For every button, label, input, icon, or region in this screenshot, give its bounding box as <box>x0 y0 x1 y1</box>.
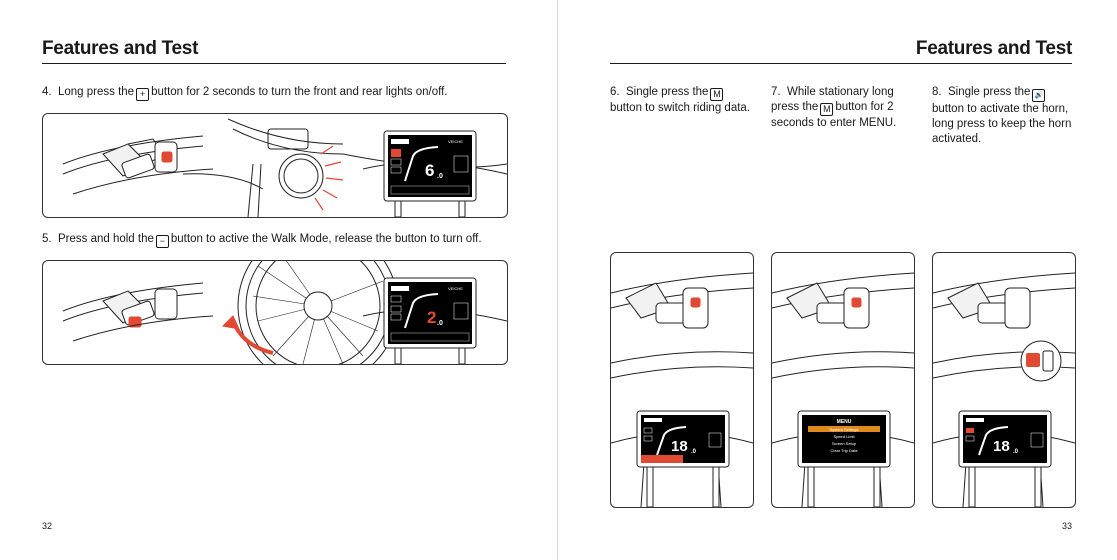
page-title-right: Features and Test <box>915 38 1072 59</box>
mode-button-icon: M <box>820 103 834 116</box>
step-5: 5. Press and hold the−button to active t… <box>42 232 522 248</box>
display-illustration: 18 .0 <box>611 410 753 507</box>
wheel-illustration <box>221 261 399 364</box>
step-text: button to active the Walk Mode, release … <box>170 233 482 245</box>
step-text: button to activate the horn, long press … <box>932 103 1072 145</box>
horn-button-zoom <box>1020 340 1062 382</box>
controller-illustration <box>62 135 264 195</box>
menu-item: Speed Limit <box>833 434 855 439</box>
step-text: Single press the <box>947 86 1031 98</box>
display-brand: VEICHE <box>448 286 463 291</box>
display-illustration: 6 .0 VEICHE <box>362 130 507 217</box>
title-rule-right <box>610 63 1072 64</box>
menu-title: MENU <box>837 419 852 425</box>
menu-display-illustration: MENU System Settings Speed Limit Screen … <box>772 410 914 507</box>
title-rule-left <box>42 63 506 64</box>
display-speed-decimal: .0 <box>691 449 697 455</box>
illustration-panel-lights: 6 .0 VEICHE <box>42 113 508 218</box>
step-number: 4. <box>42 86 52 98</box>
illustration-panel-menu: MENU System Settings Speed Limit Screen … <box>771 252 915 508</box>
minus-button-icon: − <box>155 235 169 248</box>
step-text: While stationary long press the <box>771 86 894 113</box>
step-number: 5. <box>42 233 52 245</box>
step-number: 7. <box>771 86 781 98</box>
display-speed-decimal: .0 <box>1013 449 1019 455</box>
display-speed: 6 <box>425 161 434 180</box>
walk-mode-illustration: 2 .0 VEICHE <box>62 261 507 364</box>
display-illustration: 2 .0 VEICHE <box>362 277 507 364</box>
step-8: 8. Single press the🔊button to activate t… <box>932 85 1072 147</box>
page-title-left: Features and Test <box>42 38 199 59</box>
mode-button-icon: M <box>710 88 724 101</box>
left-page: Features and Test 4. Long press the+butt… <box>0 0 557 560</box>
controller-illustration <box>62 282 214 342</box>
lights-illustration: 6 .0 VEICHE <box>62 118 507 217</box>
menu-item: Screen Setup <box>832 441 857 446</box>
menu-illustration: MENU System Settings Speed Limit Screen … <box>772 272 914 507</box>
step-4: 4. Long press the+button for 2 seconds t… <box>42 85 522 101</box>
step-text: button to switch riding data. <box>610 102 750 114</box>
display-brand: VEICHE <box>448 139 463 144</box>
page-number-left: 32 <box>42 521 53 531</box>
step-number: 6. <box>610 86 620 98</box>
plus-button-icon: + <box>136 88 150 101</box>
horn-button-icon: 🔊 <box>1032 89 1046 102</box>
horn-illustration: 18 .0 <box>933 272 1075 507</box>
headlight-illustration <box>227 118 507 217</box>
display-speed-decimal: .0 <box>437 173 443 180</box>
switch-data-illustration: 18 .0 <box>611 272 753 507</box>
step-text: Press and hold the <box>57 233 154 245</box>
display-speed-decimal: .0 <box>437 320 443 327</box>
display-speed: 18 <box>671 438 688 455</box>
step-text: Single press the <box>625 86 709 98</box>
controller-illustration <box>611 272 753 507</box>
step-text: button for 2 seconds to enter MENU. <box>771 101 897 129</box>
illustration-panel-switch-data: 18 .0 <box>610 252 754 508</box>
step-number: 8. <box>932 86 942 98</box>
book-spine <box>557 0 558 560</box>
display-illustration: 18 .0 <box>933 410 1075 507</box>
display-speed: 2 <box>427 308 436 327</box>
display-speed: 18 <box>993 438 1010 455</box>
illustration-panel-horn: 18 .0 <box>932 252 1076 508</box>
menu-item: Clear Trip Data <box>831 448 859 453</box>
step-text: button for 2 seconds to turn the front a… <box>151 86 448 98</box>
illustration-panel-walk-mode: 2 .0 VEICHE <box>42 260 508 365</box>
step-text: Long press the <box>57 86 135 98</box>
controller-illustration <box>933 272 1075 507</box>
controller-illustration <box>772 272 914 507</box>
page-number-right: 33 <box>1061 521 1072 531</box>
menu-item: System Settings <box>830 427 859 432</box>
